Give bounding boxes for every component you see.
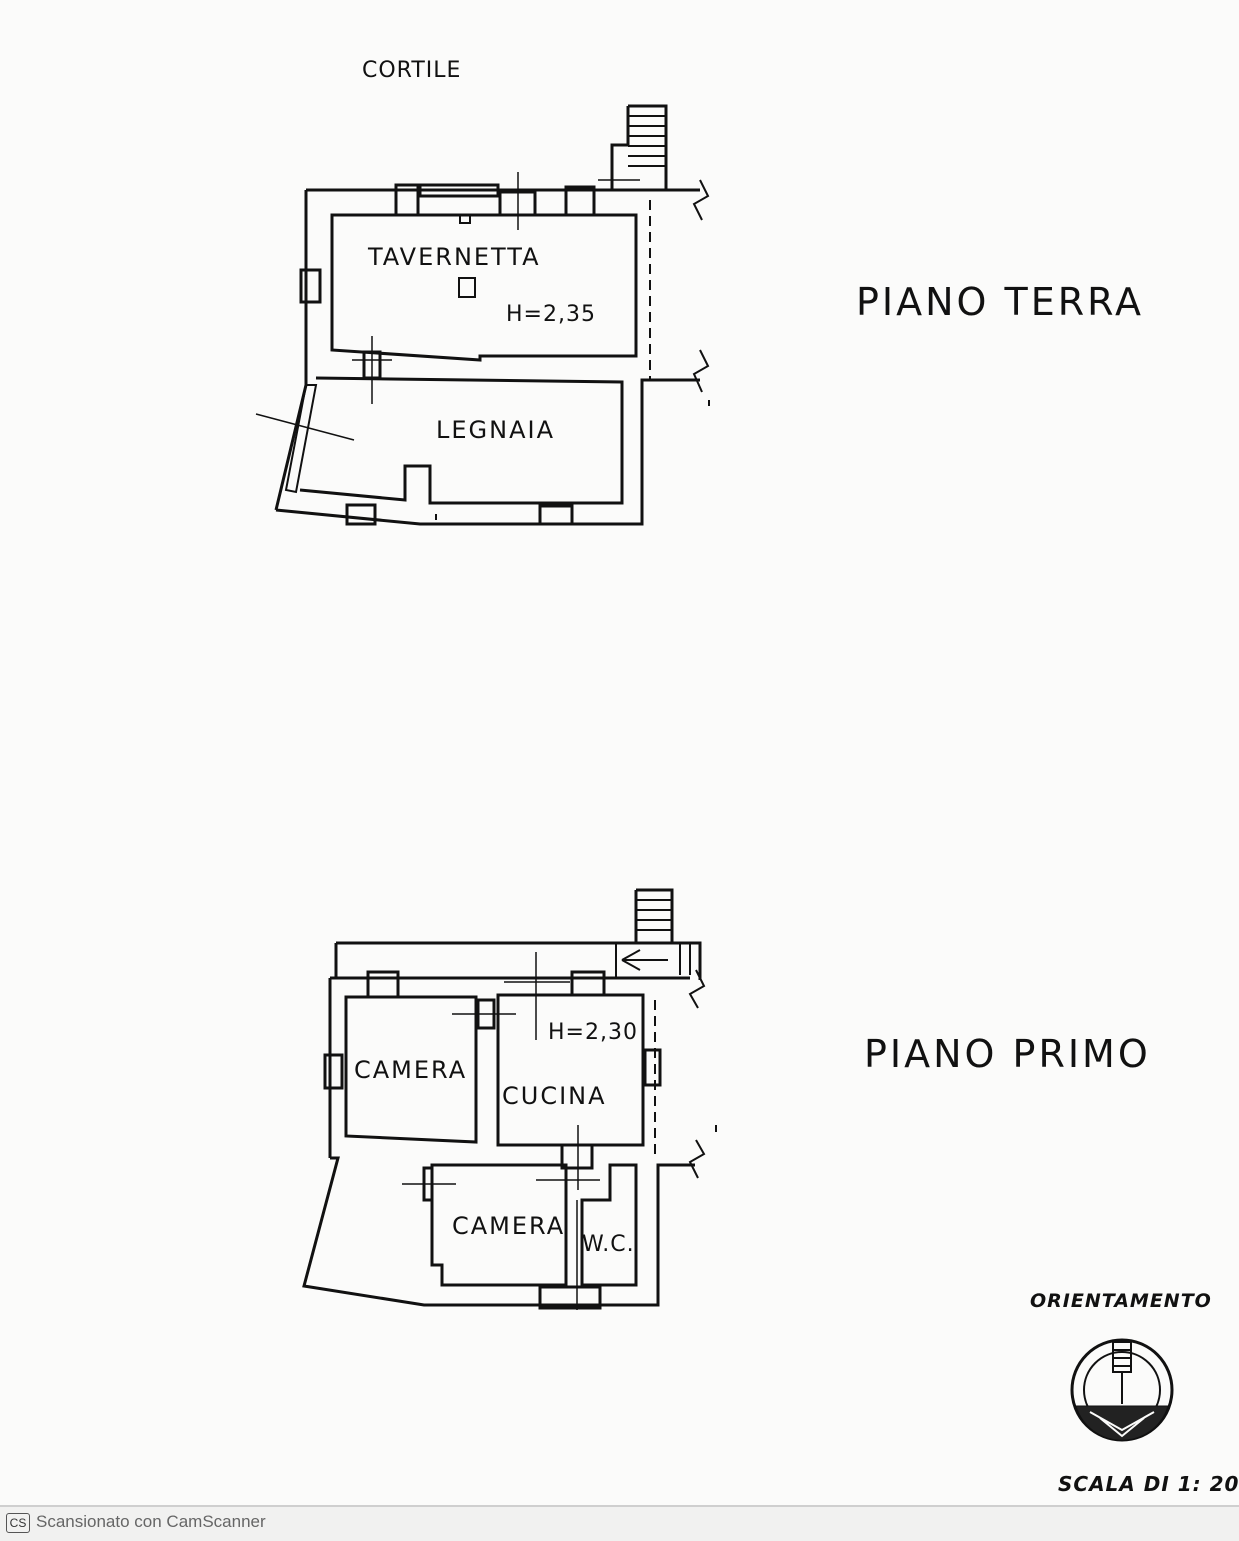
ground-floor-title: PIANO TERRA <box>856 280 1145 324</box>
first-window <box>323 1053 344 1090</box>
first-window <box>538 1285 602 1310</box>
first-door <box>422 1166 434 1202</box>
dot <box>435 400 710 520</box>
pointer-line <box>255 413 355 441</box>
orientation-shaded-sector <box>1075 1405 1169 1441</box>
scanner-footer: CS Scansionato con CamScanner <box>0 1505 1239 1541</box>
room-label-legnaia: LEGNAIA <box>436 416 555 444</box>
stair-steps <box>628 115 666 167</box>
camscanner-icon: CS <box>6 1513 30 1533</box>
orientation-label: ORIENTAMENTO <box>1030 1290 1212 1312</box>
ground-door <box>362 350 382 380</box>
room-label-camera-1: CAMERA <box>354 1056 468 1084</box>
break-mark <box>692 349 710 393</box>
stair-arrow <box>621 949 668 971</box>
first-window <box>570 970 606 997</box>
first-floor-title: PIANO PRIMO <box>864 1032 1151 1076</box>
first-floor-stair <box>634 888 674 943</box>
ground-window <box>394 183 420 217</box>
tavernetta-inner-wall <box>330 213 638 362</box>
ground-window <box>345 503 377 526</box>
ground-window <box>498 190 537 217</box>
slanted-window <box>284 384 318 494</box>
camera-1-inner-wall <box>344 995 478 1144</box>
cross-mark <box>536 1125 600 1190</box>
break-mark <box>692 179 710 221</box>
orientation-symbol <box>1070 1338 1174 1442</box>
cross-mark <box>352 336 392 404</box>
ground-floor-stair <box>610 104 668 190</box>
cucina-inner-wall <box>496 993 645 1147</box>
ground-window <box>538 504 574 526</box>
first-window <box>643 1048 662 1087</box>
tavernetta-height: H=2,35 <box>506 302 596 327</box>
room-label-wc: W.C. <box>582 1232 635 1257</box>
first-window <box>366 970 400 999</box>
cross-mark <box>504 952 570 1040</box>
courtyard-label: CORTILE <box>362 58 462 83</box>
scanner-watermark-text: Scansionato con CamScanner <box>36 1512 266 1531</box>
ground-window <box>418 183 500 198</box>
legnaia-inner-wall <box>299 376 624 505</box>
pillar <box>458 277 476 298</box>
cucina-height: H=2,30 <box>548 1020 638 1045</box>
first-door <box>560 1143 594 1170</box>
first-floor-plan <box>302 888 717 1310</box>
small-niche <box>459 214 471 224</box>
break-mark <box>688 969 706 1009</box>
break-mark <box>688 1139 706 1179</box>
stair-steps <box>636 899 672 931</box>
wc-inner-wall <box>580 1163 638 1287</box>
room-label-camera-2: CAMERA <box>452 1212 566 1240</box>
floor-plan-drawing <box>255 104 1174 1442</box>
first-floor-outer-wall <box>302 941 702 1307</box>
room-label-cucina: CUCINA <box>502 1082 607 1110</box>
ground-floor-outer-wall <box>274 188 700 526</box>
scale-label: SCALA DI 1: 200 <box>1058 1472 1239 1496</box>
camera-2-inner-wall <box>430 1163 568 1287</box>
ground-floor-plan <box>255 104 710 526</box>
ground-window <box>564 185 596 217</box>
first-door <box>476 998 496 1030</box>
ground-window <box>299 268 322 304</box>
railing <box>615 943 691 978</box>
room-label-tavernetta: TAVERNETTA <box>368 243 541 271</box>
